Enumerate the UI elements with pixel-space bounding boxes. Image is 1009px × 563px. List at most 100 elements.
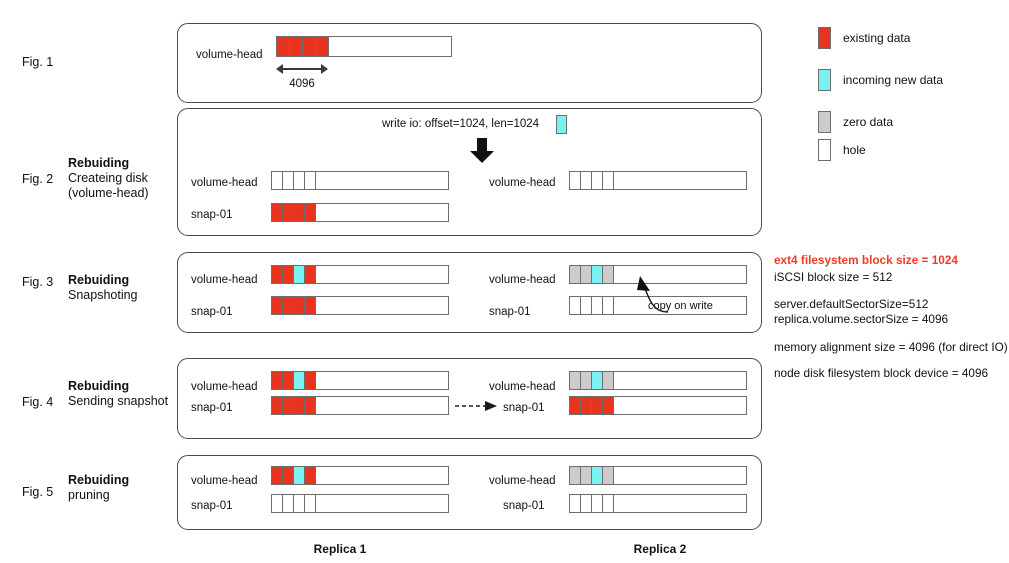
bar-cell xyxy=(303,37,316,56)
bar-cell xyxy=(283,372,294,389)
bar-cell xyxy=(603,495,614,512)
bar-cell xyxy=(570,467,581,484)
bar-cell xyxy=(294,467,305,484)
bar-cell-empty-tail xyxy=(316,467,448,484)
bar-fig4-r2-volume-head xyxy=(569,371,747,390)
fig-caption-3-sub: Snapshoting xyxy=(68,288,138,302)
legend-swatch-zero-data-icon xyxy=(818,111,831,133)
bar-cell xyxy=(592,266,603,283)
bar-cell xyxy=(305,372,316,389)
write-io-chip xyxy=(556,115,567,134)
bar-fig4-r1-volume-head xyxy=(271,371,449,390)
bar-fig1-r1-volume-head xyxy=(276,36,452,57)
bar-cell xyxy=(603,467,614,484)
measure-4096-label: 4096 xyxy=(289,78,315,90)
legend-item-existing-data: existing data xyxy=(818,27,910,49)
bar-label-fig4-r1-snap-01: snap-01 xyxy=(191,402,233,414)
bar-fig5-r1-volume-head xyxy=(271,466,449,485)
fig-caption-4-head: Rebuiding xyxy=(68,379,130,393)
bar-cell xyxy=(305,172,316,189)
legend-label: hole xyxy=(843,143,866,157)
bar-cell xyxy=(272,397,283,414)
bar-cell xyxy=(283,397,294,414)
bar-cell xyxy=(570,495,581,512)
send-snapshot-arrow-icon xyxy=(455,399,499,417)
bar-label-fig4-r2-volume-head: volume-head xyxy=(489,381,556,393)
fig-label-4: Fig. 4 xyxy=(22,395,54,409)
legend-label: existing data xyxy=(843,31,911,45)
spec-iscsi-block-size: iSCSI block size = 512 xyxy=(774,270,893,284)
bar-fig2-r2-volume-head xyxy=(569,171,747,190)
bar-label-fig5-r1-snap-01: snap-01 xyxy=(191,500,233,512)
copy-on-write-arrow-icon xyxy=(610,272,690,319)
measure-4096-arrow xyxy=(276,63,328,75)
spec-default-sector-size: server.defaultSectorSize=512 xyxy=(774,297,929,311)
bar-cell xyxy=(581,467,592,484)
spec-memory-alignment-size: memory alignment size = 4096 (for direct… xyxy=(774,340,1008,354)
bar-label-fig2-r2-volume-head: volume-head xyxy=(489,177,556,189)
bar-fig3-r1-snap-01 xyxy=(271,296,449,315)
bar-cell xyxy=(272,372,283,389)
bar-cell xyxy=(294,204,305,221)
bar-cell xyxy=(283,172,294,189)
bar-cell-empty-tail xyxy=(614,397,746,414)
bar-label-fig2-r1-volume-head: volume-head xyxy=(191,177,258,189)
bar-fig4-r1-snap-01 xyxy=(271,396,449,415)
bar-cell-empty-tail xyxy=(316,266,448,283)
bar-cell xyxy=(294,297,305,314)
legend-swatch-existing-data-icon xyxy=(818,27,831,49)
bar-cell xyxy=(305,495,316,512)
bar-cell xyxy=(305,297,316,314)
bar-cell-empty-tail xyxy=(614,467,746,484)
spec-ext4-block-size: ext4 filesystem block size = 1024 xyxy=(774,253,958,267)
bar-cell xyxy=(603,172,614,189)
bar-cell xyxy=(581,495,592,512)
bar-label-fig3-r2-volume-head: volume-head xyxy=(489,274,556,286)
bar-cell-empty-tail xyxy=(316,397,448,414)
legend-swatch-hole-icon xyxy=(818,139,831,161)
bar-label-fig4-r1-volume-head: volume-head xyxy=(191,381,258,393)
down-arrow-icon xyxy=(467,138,497,169)
spec-node-disk-block-device: node disk filesystem block device = 4096 xyxy=(774,366,989,380)
fig-caption-4: Rebuiding Sending snapshot xyxy=(68,379,168,409)
bar-fig5-r2-volume-head xyxy=(569,466,747,485)
legend-label: incoming new data xyxy=(843,73,944,87)
bar-cell xyxy=(581,172,592,189)
bar-cell xyxy=(570,266,581,283)
legend-item-incoming-new-data: incoming new data xyxy=(818,69,943,91)
bar-cell xyxy=(272,266,283,283)
bar-cell xyxy=(603,297,614,314)
bar-cell xyxy=(581,372,592,389)
bar-cell xyxy=(294,372,305,389)
bar-cell-empty-tail xyxy=(329,37,451,56)
bar-fig3-r2-volume-head xyxy=(569,265,747,284)
bar-cell xyxy=(592,397,603,414)
legend-label: zero data xyxy=(843,115,894,129)
fig-caption-5-head: Rebuiding xyxy=(68,473,130,487)
fig-caption-2-head: Rebuiding xyxy=(68,156,130,170)
bar-cell xyxy=(272,495,283,512)
bar-cell xyxy=(592,172,603,189)
bar-cell xyxy=(570,172,581,189)
legend-swatch-incoming-new-data-icon xyxy=(818,69,831,91)
fig-label-1: Fig. 1 xyxy=(22,55,54,69)
fig-caption-2-sub-line2: (volume-head) xyxy=(68,186,149,200)
bar-cell xyxy=(305,204,316,221)
panel-fig1 xyxy=(177,23,762,103)
bar-cell-empty-tail xyxy=(614,297,746,314)
bar-cell xyxy=(294,266,305,283)
bar-label-fig5-r1-volume-head: volume-head xyxy=(191,475,258,487)
bar-cell xyxy=(305,266,316,283)
bar-fig3-r2-snap-01 xyxy=(569,296,747,315)
bar-label-fig3-r1-snap-01: snap-01 xyxy=(191,306,233,318)
fig-caption-5: Rebuiding pruning xyxy=(68,473,129,503)
bar-cell xyxy=(592,372,603,389)
bar-cell-empty-tail xyxy=(316,204,448,221)
bar-cell xyxy=(283,467,294,484)
bar-cell xyxy=(570,297,581,314)
bar-cell xyxy=(283,495,294,512)
legend-item-hole: hole xyxy=(818,139,866,161)
fig-caption-2: Rebuiding Createing disk (volume-head) xyxy=(68,156,149,201)
bar-fig3-r1-volume-head xyxy=(271,265,449,284)
bar-cell xyxy=(294,397,305,414)
